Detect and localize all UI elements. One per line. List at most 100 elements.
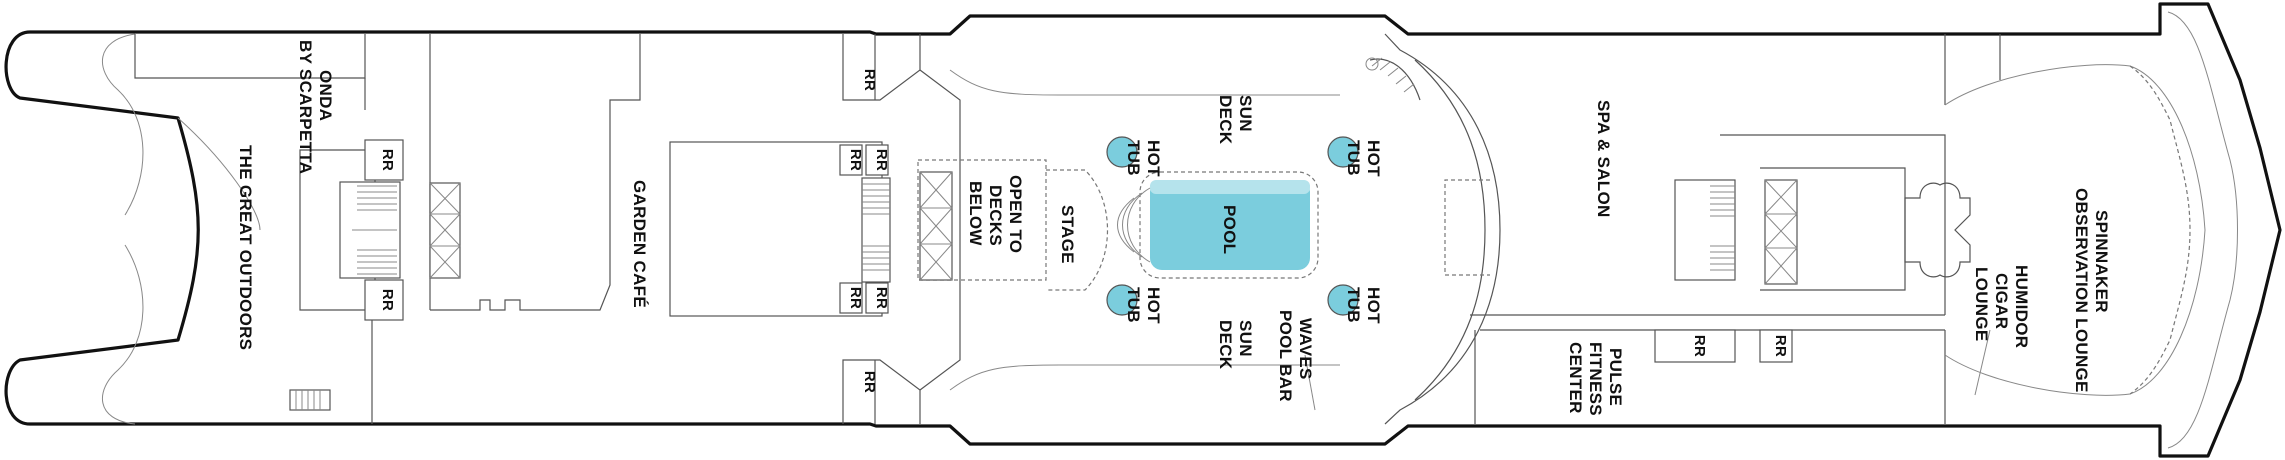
hot-tub-3-circle — [1106, 284, 1138, 316]
pool-deck-stairs — [1371, 57, 1415, 93]
spinnaker-inner-curve — [1944, 64, 2206, 396]
garden-cafe-wall-notch — [430, 34, 641, 311]
svg-text:CIGAR: CIGAR — [1992, 273, 2011, 329]
forward-stair-room — [1720, 134, 1946, 315]
label-sun-deck-top: SUN DECK — [1216, 95, 1255, 145]
label-great-outdoors: THE GREAT OUTDOORS — [236, 145, 255, 350]
svg-text:SPA & SALON: SPA & SALON — [1594, 100, 1613, 218]
label-sun-deck-bottom: SUN DECK — [1216, 320, 1255, 370]
stage-outline — [1046, 169, 1108, 291]
svg-text:HOT: HOT — [1144, 287, 1163, 324]
rr-box-mid-1 — [839, 144, 863, 176]
pool-deck-upper-edge — [949, 69, 1340, 96]
pool-deck-arc — [1384, 33, 1501, 425]
svg-text:OPEN TO: OPEN TO — [1006, 175, 1025, 253]
rr-label-10: RR — [1772, 335, 1789, 357]
svg-text:HUMIDOR: HUMIDOR — [2012, 265, 2031, 348]
rr-label-1: RR — [861, 69, 878, 91]
rr-label-2: RR — [379, 149, 396, 171]
svg-text:PULSE: PULSE — [1606, 348, 1625, 406]
svg-text:HOT: HOT — [1364, 140, 1383, 177]
label-spinnaker: SPINNAKER OBSERVATION LOUNGE — [2072, 188, 2111, 393]
svg-text:GARDEN CAFÉ: GARDEN CAFÉ — [630, 180, 649, 308]
hot-tub-2-circle — [1327, 136, 1359, 168]
label-spa-salon: SPA & SALON — [1594, 100, 1613, 218]
open-to-decks-elevators — [919, 171, 953, 281]
label-stage: STAGE — [1058, 205, 1077, 264]
svg-text:CENTER: CENTER — [1566, 342, 1585, 414]
rr-label-9: RR — [1691, 335, 1708, 357]
rr-box-mid-4 — [865, 282, 889, 314]
svg-text:TUB: TUB — [1344, 287, 1363, 323]
pool-deck-lower-edge — [949, 364, 1340, 391]
label-garden-cafe: GARDEN CAFÉ — [630, 180, 649, 308]
rr-label-5: RR — [873, 149, 890, 171]
open-to-decks-area — [917, 159, 1047, 281]
rr-label-3: RR — [379, 289, 396, 311]
aft-stairs — [339, 181, 401, 279]
svg-text:STAGE: STAGE — [1058, 205, 1077, 264]
label-open-to-decks: OPEN TO DECKS BELOW — [966, 175, 1025, 253]
svg-text:BELOW: BELOW — [966, 181, 985, 246]
waves-pool-bar-pointer — [1304, 354, 1316, 411]
label-hot-tub-4: HOT TUB — [1344, 287, 1383, 324]
svg-text:DECK: DECK — [1216, 320, 1235, 370]
pool-deck-arc-inner — [1414, 59, 1486, 401]
humidor-shape — [1904, 182, 1971, 278]
svg-text:OBSERVATION LOUNGE: OBSERVATION LOUNGE — [2072, 188, 2091, 393]
stern-terrace-curve-bottom — [101, 244, 144, 425]
svg-text:THE GREAT OUTDOORS: THE GREAT OUTDOORS — [236, 145, 255, 350]
label-pool: POOL — [1220, 205, 1239, 254]
svg-text:DECK: DECK — [1216, 95, 1235, 145]
svg-text:SPINNAKER: SPINNAKER — [2092, 210, 2111, 313]
svg-text:WAVES: WAVES — [1296, 318, 1315, 380]
svg-text:HOT: HOT — [1364, 287, 1383, 324]
spa-dashed-room — [1444, 179, 1490, 276]
rr-top-mid-wall — [842, 34, 921, 101]
stern-terrace-curve-top — [101, 33, 144, 216]
label-hot-tub-2: HOT TUB — [1344, 140, 1383, 177]
hot-tub-4-circle — [1327, 284, 1359, 316]
great-outdoors-curve — [177, 117, 261, 231]
svg-text:TUB: TUB — [1124, 287, 1143, 323]
onda-wall — [134, 34, 366, 79]
label-humidor: HUMIDOR CIGAR LOUNGE — [1972, 265, 2031, 348]
humidor-pointer — [1974, 329, 1991, 396]
pool-steps — [1117, 187, 1151, 263]
svg-text:FITNESS: FITNESS — [1586, 342, 1605, 416]
pool-water — [1150, 180, 1310, 270]
svg-text:POOL: POOL — [1220, 205, 1239, 254]
pool-deck-wall — [919, 69, 961, 391]
svg-text:TUB: TUB — [1344, 140, 1363, 176]
svg-text:POOL BAR: POOL BAR — [1276, 310, 1295, 402]
label-hot-tub-1: HOT TUB — [1124, 140, 1163, 177]
bow-inner-curve — [2167, 11, 2238, 449]
rr-label-8: RR — [861, 371, 878, 393]
rr-box-mid-3 — [839, 282, 863, 314]
rr-box-forward-1 — [1654, 329, 1736, 363]
pool-deck-column — [1365, 57, 1379, 71]
svg-text:HOT: HOT — [1144, 140, 1163, 177]
rr-label-6: RR — [847, 287, 864, 309]
rr-bottom-mid-wall — [842, 359, 921, 424]
rr-box-aft-bottom — [364, 279, 404, 321]
label-waves-pool-bar: WAVES POOL BAR — [1276, 310, 1315, 402]
svg-text:ONDA: ONDA — [316, 70, 335, 121]
svg-text:SUN: SUN — [1236, 320, 1255, 357]
forward-stairs — [1674, 179, 1736, 281]
rr-box-mid-2 — [865, 144, 889, 176]
label-pulse-fitness: PULSE FITNESS CENTER — [1566, 342, 1625, 416]
label-hot-tub-3: HOT TUB — [1124, 287, 1163, 324]
rr-label-4: RR — [847, 149, 864, 171]
hot-tub-1-circle — [1106, 136, 1138, 168]
svg-text:TUB: TUB — [1124, 140, 1143, 176]
svg-text:DECKS: DECKS — [986, 185, 1005, 246]
rr-box-aft-top — [364, 139, 404, 181]
stern-small-stairs — [289, 389, 331, 411]
forward-elevators — [1760, 167, 1906, 291]
rr-box-forward-2 — [1759, 329, 1793, 363]
midship-stairs — [861, 177, 891, 283]
aft-elevators — [429, 182, 461, 279]
rr-label-7: RR — [873, 287, 890, 309]
